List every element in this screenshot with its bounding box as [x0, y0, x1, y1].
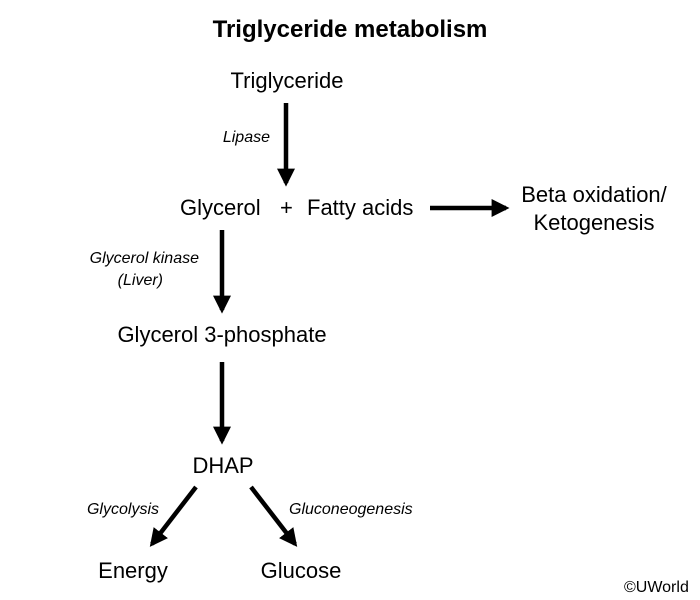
copyright-notice: ©UWorld [624, 579, 689, 596]
enzyme-gluconeogenesis: Gluconeogenesis [289, 501, 413, 518]
enzyme-glycerol-kinase-line2: (Liver) [117, 272, 163, 289]
node-glycerol: Glycerol [180, 195, 261, 220]
node-beta-oxidation-line1: Beta oxidation/ [521, 182, 667, 207]
node-triglyceride: Triglyceride [230, 68, 344, 93]
node-glucose: Glucose [260, 558, 342, 583]
enzyme-glycolysis: Glycolysis [86, 501, 159, 518]
enzyme-glycerol-kinase-line1: Glycerol kinase [89, 250, 199, 267]
node-glycerol-3-phosphate: Glycerol 3-phosphate [117, 322, 327, 347]
node-dhap: DHAP [192, 453, 254, 478]
arrow-dhap-to-energy [149, 485, 198, 547]
node-ketogenesis-line2: Ketogenesis [533, 210, 655, 235]
node-energy: Energy [98, 558, 168, 583]
node-plus: + [280, 195, 293, 220]
diagram-title: Triglyceride metabolism [212, 16, 488, 43]
arrow-dhap-to-glucose [249, 485, 298, 547]
node-fatty-acids: Fatty acids [307, 195, 414, 220]
enzyme-lipase: Lipase [222, 129, 270, 146]
